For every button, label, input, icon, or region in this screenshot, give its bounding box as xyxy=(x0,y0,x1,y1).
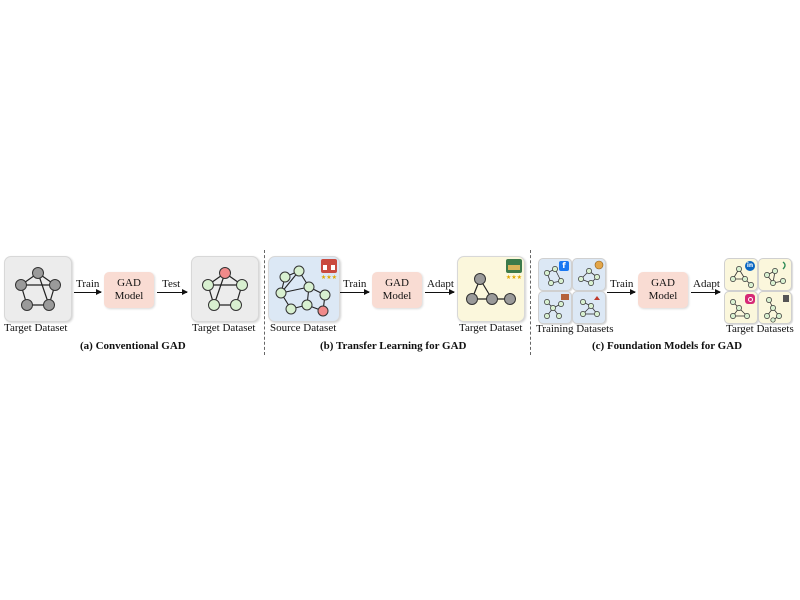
mini-graph-icon xyxy=(580,296,600,317)
caption-a: (a) Conventional GAD xyxy=(80,340,186,352)
adapt-label-c: Adapt xyxy=(693,278,720,290)
linkedin-icon: in xyxy=(745,261,755,271)
target-graph-icon xyxy=(466,273,516,305)
target-dataset-4 xyxy=(758,291,792,324)
training-dataset-4 xyxy=(572,291,606,324)
globe-icon xyxy=(594,260,604,270)
model-line2: Model xyxy=(382,290,412,302)
train-label-b: Train xyxy=(343,278,367,290)
target-dataset-3 xyxy=(724,291,758,324)
source-dataset-label: Source Dataset xyxy=(270,322,337,334)
train-label-c: Train xyxy=(610,278,634,290)
mini-graph-icon xyxy=(764,295,789,323)
mini-graph-icon xyxy=(544,294,569,319)
model-line1: GAD xyxy=(651,277,675,289)
building-icon xyxy=(783,295,789,302)
test-label-a: Test xyxy=(162,278,181,290)
rating-stars-icon: ★★★ xyxy=(320,274,337,281)
people-icon xyxy=(594,296,600,300)
facebook-icon: f xyxy=(559,261,569,271)
mini-graph-icon xyxy=(730,299,750,319)
rating-stars-icon: ★★★ xyxy=(505,274,522,281)
gad-model-box-b: GAD Model xyxy=(372,272,422,308)
labeled-graph-icon xyxy=(202,267,248,311)
train-arrow-c xyxy=(607,289,636,295)
target-dataset-label-a2: Target Dataset xyxy=(192,322,256,334)
source-graph-icon xyxy=(275,265,331,317)
train-arrow-a xyxy=(74,289,102,295)
source-dataset-card: ★★★ xyxy=(268,256,340,322)
train-arrow-b xyxy=(340,289,370,295)
mini-graph-icon xyxy=(578,260,604,286)
target-dataset-label-a: Target Dataset xyxy=(4,322,68,334)
target-dataset-label-b: Target Dataset xyxy=(459,322,523,334)
model-line2: Model xyxy=(648,290,678,302)
cart-icon xyxy=(561,294,569,300)
divider-1 xyxy=(264,250,265,355)
anomaly-node xyxy=(219,267,231,279)
restaurant-icon xyxy=(506,259,522,273)
training-dataset-1: f xyxy=(538,258,572,291)
shop-icon xyxy=(321,259,337,273)
target-dataset-card-a xyxy=(4,256,72,322)
train-label-a: Train xyxy=(76,278,100,290)
divider-2 xyxy=(530,250,531,355)
training-dataset-3 xyxy=(538,291,572,324)
adapt-arrow-b xyxy=(425,289,455,295)
training-datasets-label: Training Datasets xyxy=(536,323,614,335)
model-line1: GAD xyxy=(117,277,141,289)
mini-graph-icon xyxy=(544,266,564,286)
target-datasets-label: Target Datasets xyxy=(726,323,794,335)
instagram-icon xyxy=(745,294,755,304)
vine-icon xyxy=(782,261,786,270)
gad-model-box-a: GAD Model xyxy=(104,272,154,308)
target-dataset-2 xyxy=(758,258,792,291)
target-dataset-1: in xyxy=(724,258,758,291)
training-dataset-2 xyxy=(572,258,606,291)
gray-graph-icon xyxy=(15,267,61,311)
gad-model-box-c: GAD Model xyxy=(638,272,688,308)
adapt-label-b: Adapt xyxy=(427,278,454,290)
test-arrow-a xyxy=(157,289,188,295)
caption-c: (c) Foundation Models for GAD xyxy=(592,340,743,352)
adapt-arrow-c xyxy=(691,289,721,295)
mini-graph-icon xyxy=(764,261,786,286)
target-dataset-card-b: ★★★ xyxy=(457,256,525,322)
model-line2: Model xyxy=(114,290,144,302)
anomaly-node xyxy=(317,305,329,317)
model-line1: GAD xyxy=(385,277,409,289)
caption-b: (b) Transfer Learning for GAD xyxy=(320,340,467,352)
result-dataset-card-a xyxy=(191,256,259,322)
mini-graph-icon xyxy=(730,266,754,288)
